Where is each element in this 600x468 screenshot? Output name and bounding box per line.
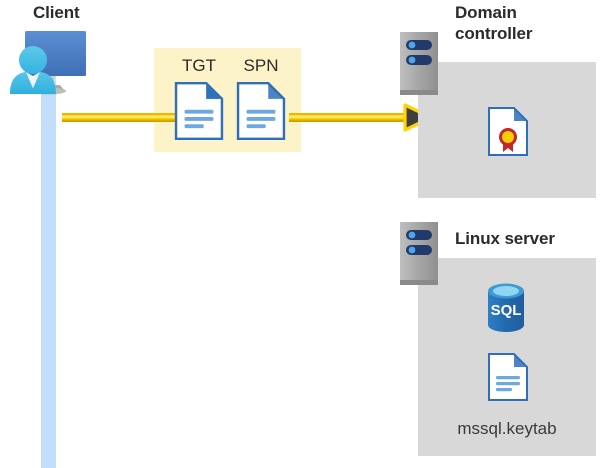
- sql-database-icon: SQL: [482, 282, 530, 334]
- token-spn: SPN: [234, 56, 288, 144]
- token-tgt-label: TGT: [182, 56, 216, 75]
- client-icon: [4, 28, 96, 96]
- flow-line-segment-left: [62, 113, 176, 122]
- token-tgt: TGT: [172, 56, 226, 144]
- document-icon: [172, 82, 226, 140]
- domain-controller-label: Domain controller: [455, 3, 533, 43]
- linux-server-label: Linux server: [455, 229, 555, 248]
- client-lifeline: [41, 76, 56, 468]
- token-spn-label: SPN: [243, 56, 279, 75]
- domain-controller-server-icon: [400, 32, 443, 95]
- sql-database-text: SQL: [491, 302, 522, 319]
- flow-line-segment-middle: [289, 113, 407, 122]
- document-icon: [234, 82, 288, 140]
- certificate-document-icon: [487, 106, 529, 158]
- keytab-file-label: mssql.keytab: [457, 419, 557, 438]
- client-label: Client: [33, 3, 80, 22]
- linux-server-server-icon: [400, 222, 443, 285]
- keytab-document-icon: [487, 351, 529, 403]
